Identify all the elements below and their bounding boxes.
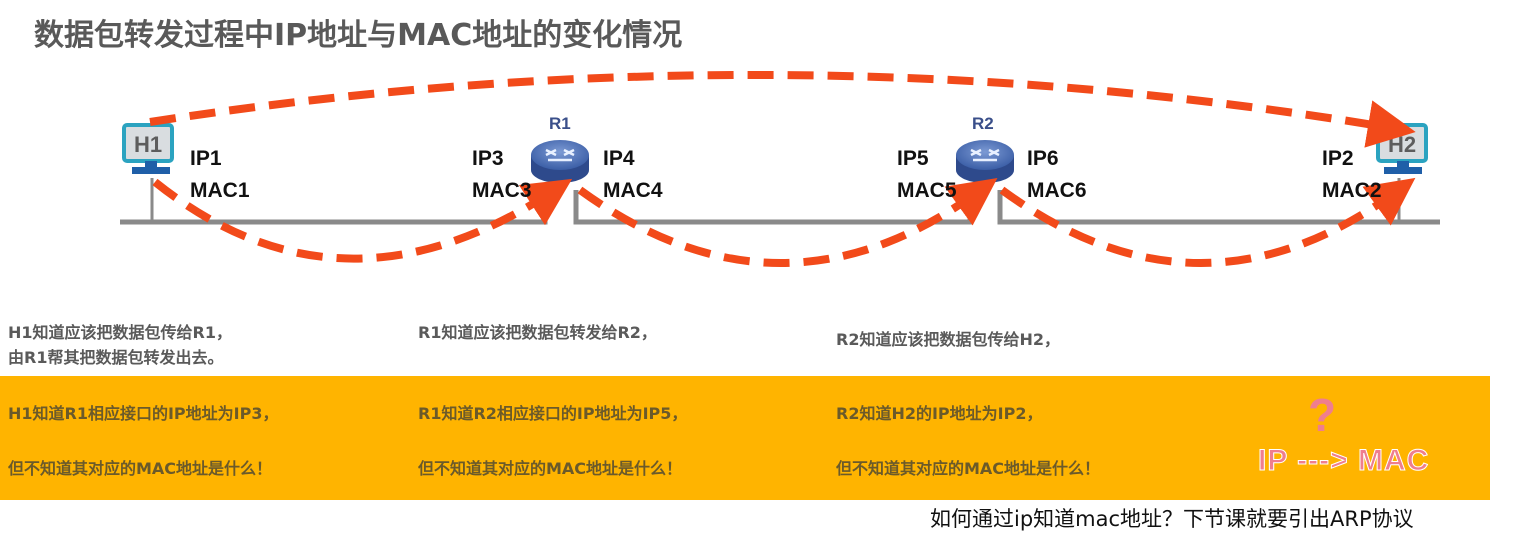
- band-col1-line1: H1知道R1相应接口的IP地址为IP3，: [8, 404, 279, 423]
- band-col2-line1: R1知道R2相应接口的IP地址为IP5，: [418, 404, 688, 423]
- band-col2-line2: 但不知道其对应的MAC地址是什么！: [418, 459, 683, 478]
- h2-mac: MAC2: [1322, 179, 1382, 202]
- hop-arrow-r2-h2: [999, 177, 1416, 267]
- r1-name: R1: [549, 114, 571, 133]
- h1-description-line2: 由R1帮其把数据包转发出去。: [8, 348, 224, 367]
- hop-arrow-r1-r2: [577, 177, 998, 267]
- knowledge-band: [0, 376, 1490, 500]
- r1-left-mac: MAC3: [472, 179, 532, 202]
- band-col3-line1: R2知道H2的IP地址为IP2，: [836, 404, 1043, 423]
- r1-description: R1知道应该把数据包转发给R2，: [418, 323, 657, 342]
- h2-address-labels: IP2 MAC2: [1322, 143, 1382, 207]
- hop-arrow-h1-r1: [152, 178, 573, 263]
- r1-right-address-labels: IP4 MAC4: [603, 143, 663, 207]
- router-r1-icon: [531, 140, 589, 183]
- r2-right-address-labels: IP6 MAC6: [1027, 143, 1087, 207]
- r1-left-ip: IP3: [472, 147, 504, 170]
- r2-left-address-labels: IP5 MAC5: [897, 143, 957, 207]
- ip-to-mac-mapping: IP ---> MAC: [1257, 444, 1430, 478]
- page-title: 数据包转发过程中IP地址与MAC地址的变化情况: [34, 18, 683, 53]
- end-to-end-arrow: [149, 70, 1416, 148]
- band-col1-line2: 但不知道其对应的MAC地址是什么！: [8, 459, 273, 478]
- host-h2-icon: H2: [1376, 123, 1428, 174]
- h1-description: H1知道应该把数据包传给R1， 由R1帮其把数据包转发出去。: [8, 320, 232, 370]
- r2-right-ip: IP6: [1027, 147, 1059, 170]
- link-r2-h2: [997, 190, 1440, 225]
- forwarding-arrows: [149, 70, 1416, 267]
- r2-right-mac: MAC6: [1027, 179, 1087, 202]
- h2-label: H2: [1388, 132, 1416, 157]
- host-h1-icon: H1: [122, 123, 174, 174]
- network-diagram: H1 H2: [120, 70, 1440, 267]
- network-links: [120, 178, 1440, 225]
- r2-name: R2: [972, 114, 994, 133]
- r1-right-ip: IP4: [603, 147, 635, 170]
- r1-right-mac: MAC4: [603, 179, 663, 202]
- h1-mac: MAC1: [190, 179, 250, 202]
- h1-address-labels: IP1 MAC1: [190, 143, 250, 207]
- footer-caption: 如何通过ip知道mac地址？下节课就要引出ARP协议: [930, 507, 1414, 531]
- r2-left-mac: MAC5: [897, 179, 957, 202]
- router-r2-icon: [956, 140, 1014, 183]
- r2-description: R2知道应该把数据包传给H2，: [836, 330, 1060, 349]
- h1-ip: IP1: [190, 147, 222, 170]
- h2-ip: IP2: [1322, 147, 1354, 170]
- r1-left-address-labels: IP3 MAC3: [472, 143, 532, 207]
- r2-left-ip: IP5: [897, 147, 929, 170]
- question-mark-icon: ?: [1308, 389, 1337, 441]
- band-col3-line2: 但不知道其对应的MAC地址是什么！: [836, 459, 1101, 478]
- h1-description-line1: H1知道应该把数据包传给R1，: [8, 323, 232, 342]
- h1-label: H1: [134, 132, 162, 157]
